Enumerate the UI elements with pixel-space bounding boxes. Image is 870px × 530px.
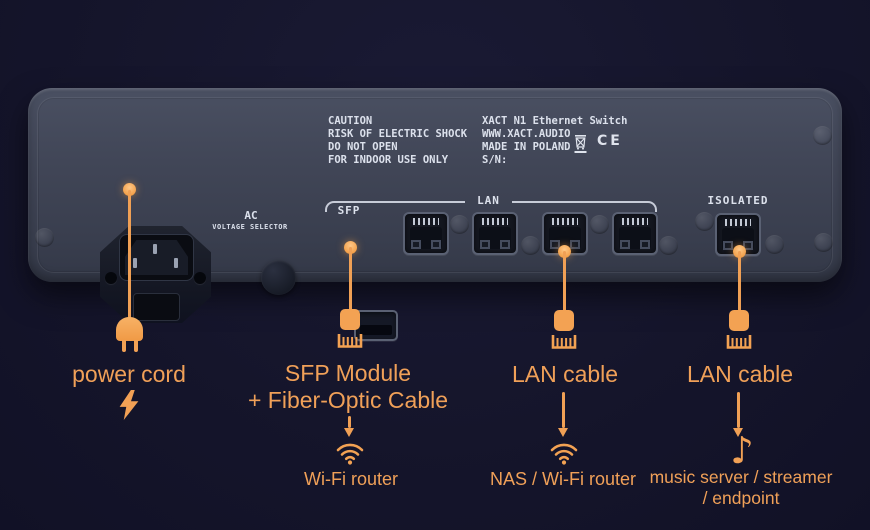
lan-cable-line bbox=[562, 251, 566, 312]
caution-block: CAUTION RISK OF ELECTRIC SHOCK DO NOT OP… bbox=[328, 115, 467, 167]
screw bbox=[659, 236, 678, 255]
rj45-pins bbox=[413, 218, 439, 225]
sfp-label-line2: + Fiber-Optic Cable bbox=[247, 387, 449, 413]
inlet-screw-hole bbox=[194, 272, 206, 284]
lan-port-1 bbox=[403, 212, 449, 255]
rj45-pins bbox=[552, 218, 578, 225]
lan-port-2 bbox=[472, 212, 518, 255]
lan-cable-label: LAN cable bbox=[511, 361, 619, 387]
screw bbox=[695, 212, 714, 231]
isolated-cable-line bbox=[737, 251, 741, 311]
down-arrow-icon bbox=[561, 392, 565, 428]
power-cord-label: power cord bbox=[72, 361, 186, 387]
isolated-destination-line2: / endpoint bbox=[702, 488, 780, 508]
screw bbox=[521, 236, 540, 255]
down-arrow-icon bbox=[736, 392, 740, 428]
ac-selector-title: AC bbox=[244, 209, 258, 222]
rj45-cavity bbox=[479, 227, 511, 249]
sfp-cable-line bbox=[348, 247, 352, 311]
lan-bracket-left bbox=[325, 201, 465, 212]
isolated-cable-label: LAN cable bbox=[686, 361, 794, 387]
power-socket-marker-dot bbox=[122, 183, 136, 196]
screw bbox=[35, 228, 54, 247]
device-title: XACT N1 Ethernet Switch bbox=[482, 115, 628, 127]
rj45-pins bbox=[725, 219, 751, 226]
label-plate: XACT N1 Ethernet Switch WWW.XACT.AUDIO M… bbox=[482, 115, 627, 167]
fuse-drawer bbox=[133, 293, 180, 321]
voltage-selector-knob bbox=[261, 260, 296, 295]
device-website: WWW.XACT.AUDIO bbox=[482, 128, 571, 140]
down-arrow-icon bbox=[343, 428, 354, 437]
device-origin: MADE IN POLAND bbox=[482, 141, 571, 153]
ac-inlet-housing bbox=[100, 226, 211, 323]
rj45-pins bbox=[622, 218, 648, 225]
sfp-label-line1: SFP Module bbox=[284, 360, 412, 386]
rj45-cavity bbox=[410, 227, 442, 249]
rj45-cavity bbox=[722, 228, 754, 250]
weee-icon bbox=[574, 135, 587, 153]
ac-pin-ground bbox=[153, 244, 157, 254]
down-arrow-icon bbox=[347, 416, 351, 428]
sfp-slot bbox=[360, 325, 392, 335]
power-plug-icon bbox=[116, 317, 143, 352]
lightning-icon bbox=[119, 390, 139, 420]
isolated-destination-line1: music server / streamer bbox=[649, 467, 833, 487]
rj45-connector-icon bbox=[337, 309, 363, 348]
rj45-connector-icon bbox=[726, 310, 752, 349]
sfp-port-label: SFP bbox=[337, 204, 361, 217]
lan-destination-label: NAS / Wi-Fi router bbox=[489, 469, 637, 489]
music-note-icon: ♪ bbox=[730, 429, 754, 472]
ac-pin-neutral bbox=[174, 258, 178, 268]
screw bbox=[814, 233, 833, 252]
sfp-destination-label: Wi-Fi router bbox=[304, 469, 398, 489]
power-cord-line bbox=[127, 190, 131, 318]
lan-bracket-right bbox=[512, 201, 657, 212]
rj45-cavity bbox=[549, 227, 581, 249]
screw bbox=[813, 126, 832, 145]
wifi-icon bbox=[336, 443, 364, 465]
device-serial: S/N: bbox=[482, 154, 508, 166]
rj45-connector-icon bbox=[551, 310, 577, 349]
caution-line: FOR INDOOR USE ONLY bbox=[328, 154, 449, 166]
isolated-port bbox=[715, 213, 761, 256]
ac-power-socket bbox=[119, 234, 194, 281]
rj45-cavity bbox=[619, 227, 651, 249]
switch-rear-panel: AC VOLTAGE SELECTOR CAUTION RISK OF ELEC… bbox=[28, 88, 842, 341]
ce-mark: CE bbox=[597, 133, 623, 149]
isolated-destination-label: music server / streamer / endpoint bbox=[650, 467, 833, 509]
ac-selector-subtitle: VOLTAGE SELECTOR bbox=[212, 223, 288, 231]
screw bbox=[765, 235, 784, 254]
caution-line: RISK OF ELECTRIC SHOCK bbox=[328, 128, 468, 140]
wifi-icon bbox=[550, 443, 578, 465]
rj45-pins bbox=[482, 218, 508, 225]
isolated-port-label: ISOLATED bbox=[707, 194, 769, 207]
caution-title: CAUTION bbox=[328, 115, 373, 127]
caution-line: DO NOT OPEN bbox=[328, 141, 398, 153]
lan-group-label: LAN bbox=[477, 194, 500, 207]
ac-pin-live bbox=[133, 258, 137, 268]
panel-groove bbox=[37, 97, 833, 273]
lan-port-4 bbox=[612, 212, 658, 255]
down-arrow-icon bbox=[732, 428, 743, 437]
screw bbox=[590, 215, 609, 234]
down-arrow-icon bbox=[557, 428, 568, 437]
screw bbox=[450, 215, 469, 234]
inlet-screw-hole bbox=[105, 272, 117, 284]
